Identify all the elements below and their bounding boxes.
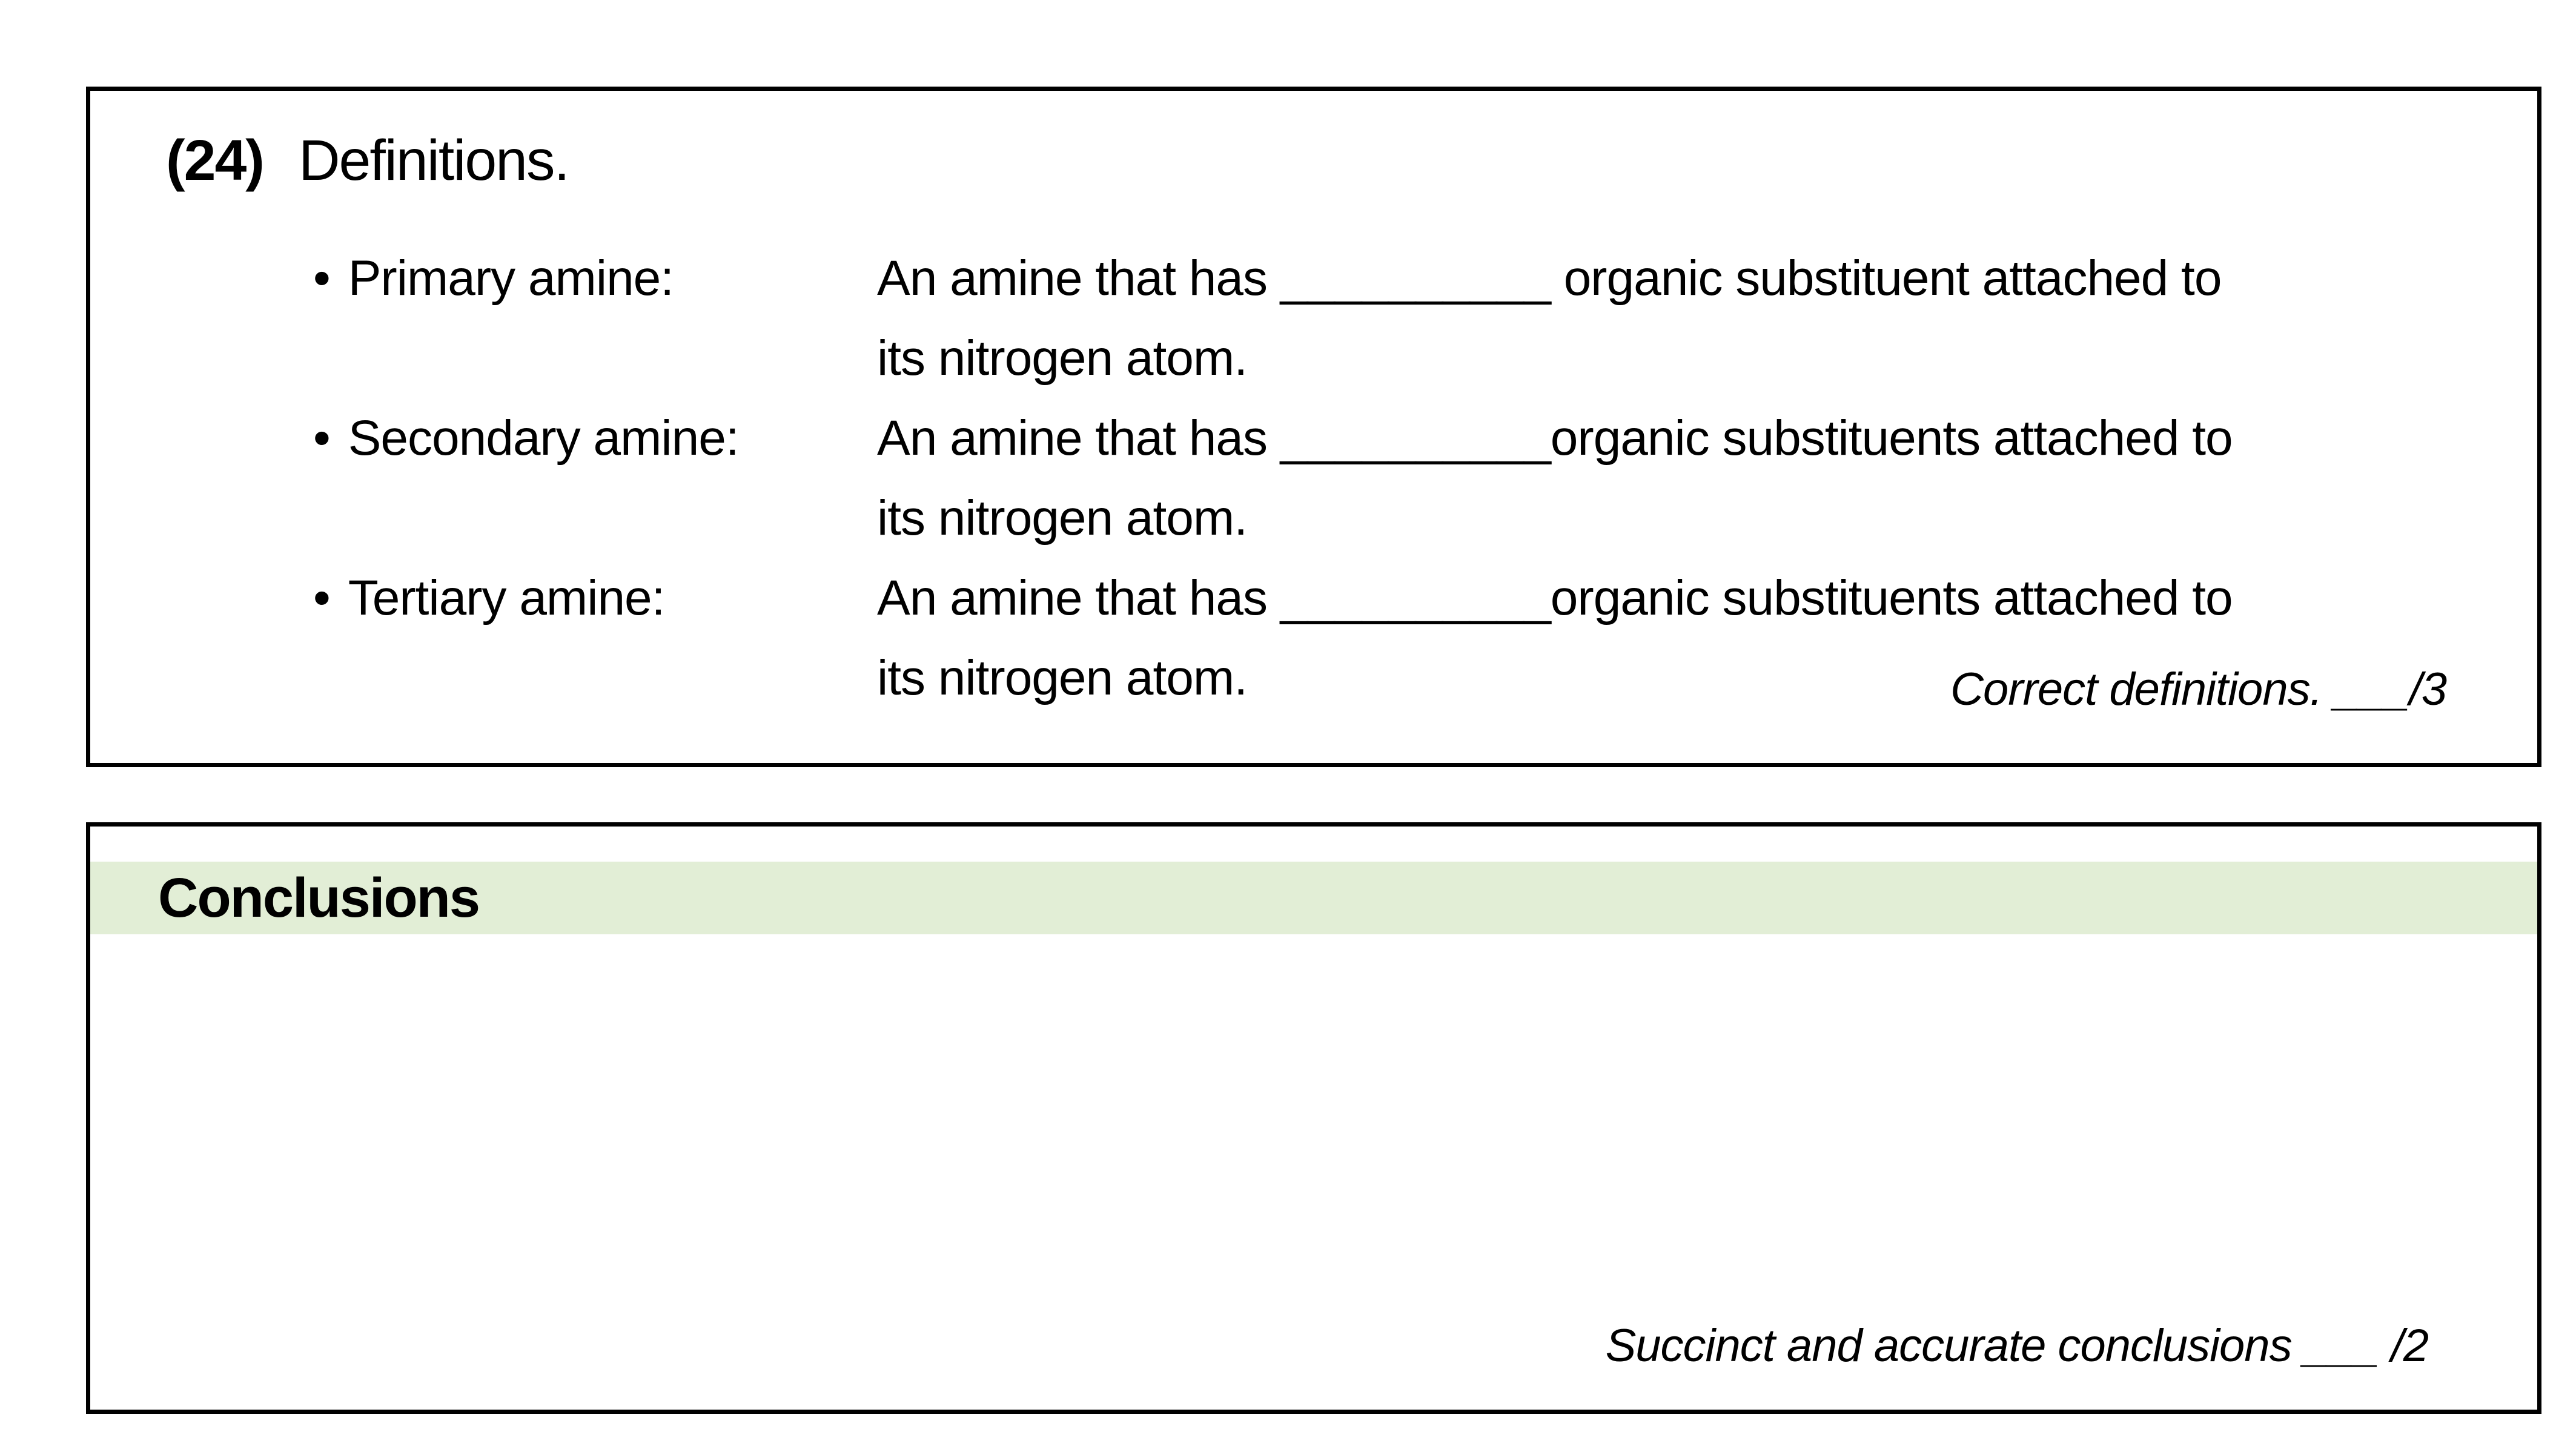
conclusions-writing-area bbox=[90, 934, 2537, 1273]
definitions-heading: (24) Definitions. bbox=[166, 126, 2537, 195]
definition-text-line1: An amine that has __________ organic sub… bbox=[877, 251, 2222, 306]
definition-item-tertiary: • Tertiary amine: An amine that has _____… bbox=[90, 558, 2537, 718]
section-title: Definitions. bbox=[298, 128, 570, 193]
conclusions-section: Conclusions Succinct and accurate conclu… bbox=[86, 822, 2541, 1414]
definition-text-line1: An amine that has __________organic subs… bbox=[877, 570, 2233, 625]
definition-item-secondary: • Secondary amine: An amine that has ____… bbox=[90, 398, 2537, 558]
definition-label-cell: • Secondary amine: bbox=[90, 398, 877, 558]
definition-text-line2: its nitrogen atom. bbox=[877, 490, 1248, 546]
definition-text-line2: its nitrogen atom. bbox=[877, 650, 1248, 705]
bullet-icon: • bbox=[313, 411, 331, 466]
bullet-icon: • bbox=[313, 570, 331, 625]
definition-term: Tertiary amine: bbox=[348, 570, 666, 625]
definition-label-cell: • Tertiary amine: bbox=[90, 558, 877, 718]
definitions-score-note: Correct definitions. ___/3 bbox=[1950, 664, 2447, 715]
definition-text-cell: An amine that has __________organic subs… bbox=[877, 398, 2537, 558]
conclusions-score-note: Succinct and accurate conclusions ___ /2 bbox=[1605, 1320, 2429, 1371]
definition-item-primary: • Primary amine: An amine that has ______… bbox=[90, 239, 2537, 398]
definition-text-line2: its nitrogen atom. bbox=[877, 331, 1248, 386]
definitions-list: • Primary amine: An amine that has ______… bbox=[90, 239, 2537, 718]
definition-text-cell: An amine that has __________ organic sub… bbox=[877, 239, 2537, 398]
question-number: (24) bbox=[166, 128, 265, 193]
conclusions-header-band: Conclusions bbox=[90, 862, 2537, 934]
conclusions-header-title: Conclusions bbox=[158, 866, 480, 929]
definition-term: Primary amine: bbox=[348, 251, 674, 306]
bullet-icon: • bbox=[313, 251, 331, 306]
definition-text-cell: An amine that has __________organic subs… bbox=[877, 558, 2537, 718]
definitions-section: (24) Definitions. • Primary amine: An amin… bbox=[86, 87, 2541, 767]
definition-term: Secondary amine: bbox=[348, 411, 740, 466]
definition-text-line1: An amine that has __________organic subs… bbox=[877, 411, 2233, 466]
definition-label-cell: • Primary amine: bbox=[90, 239, 877, 398]
